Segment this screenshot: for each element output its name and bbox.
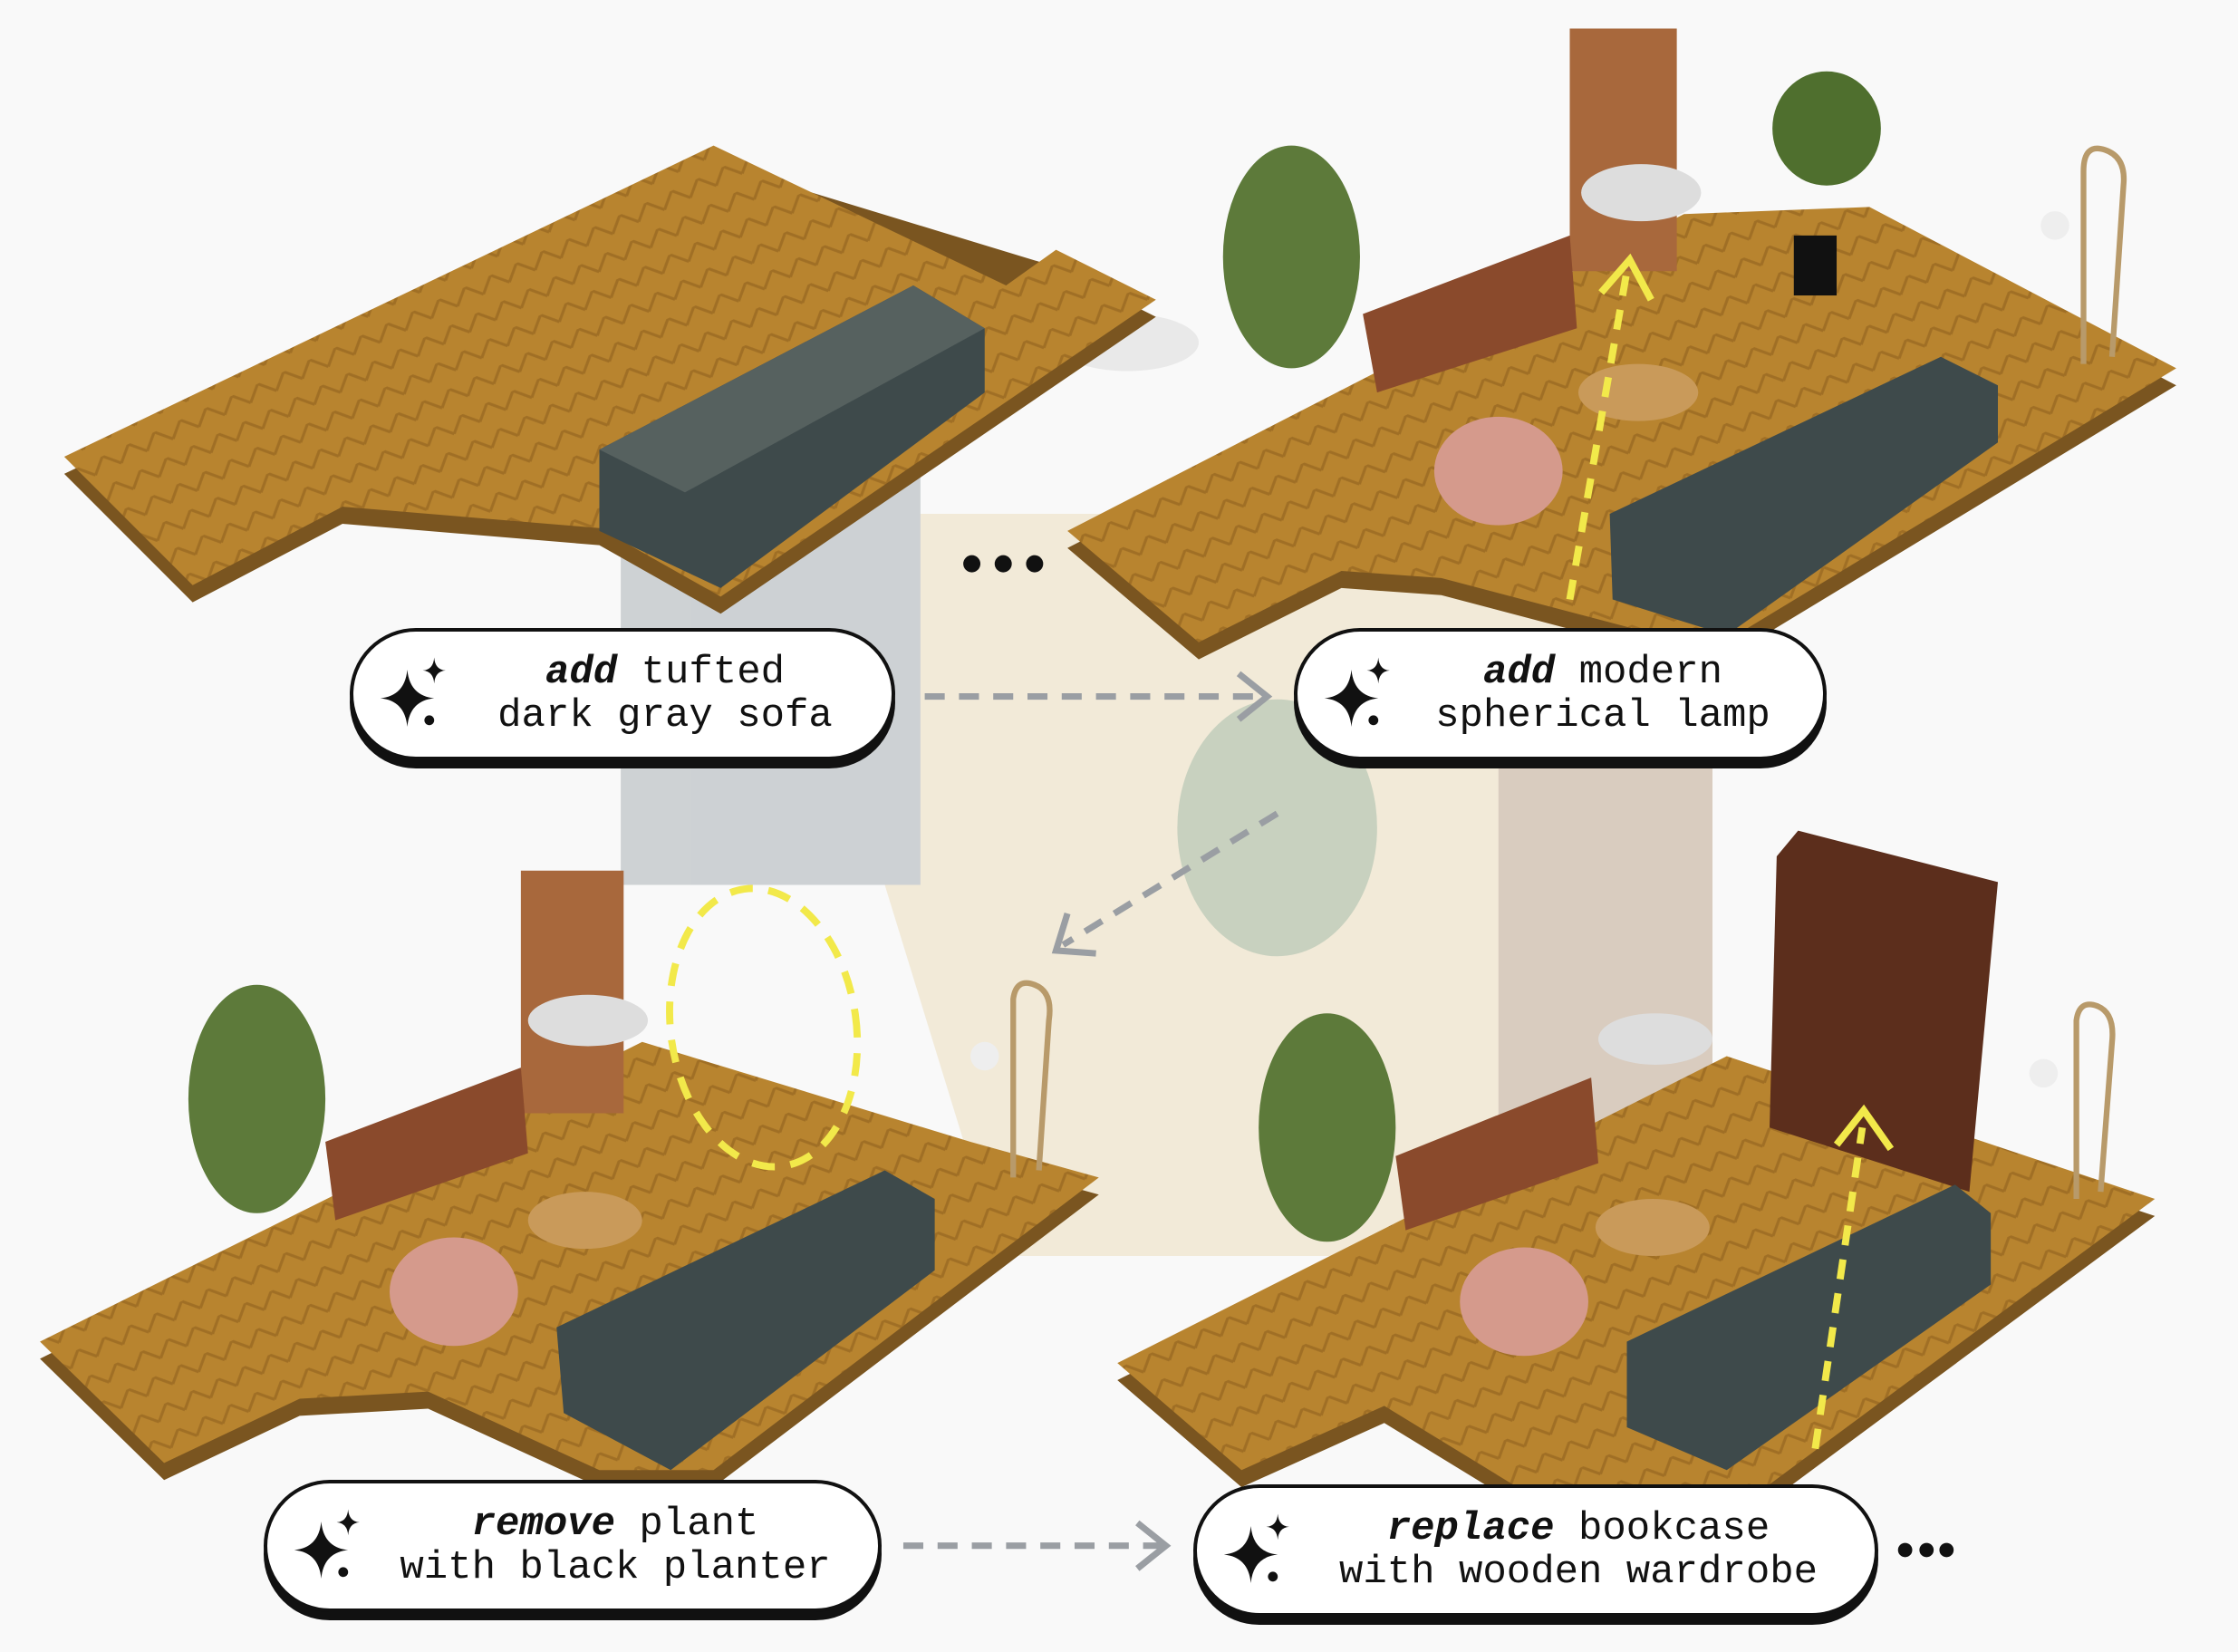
floor [1067, 207, 2176, 650]
removed-plant-marker [666, 884, 862, 1171]
plant [1222, 145, 1360, 369]
action-verb: add [545, 650, 618, 695]
plant [188, 984, 326, 1213]
sparkle-icon [1223, 1513, 1289, 1583]
action-verb: replace [1386, 1506, 1555, 1551]
sideboard [1395, 1077, 1598, 1231]
pendant-lamp [1598, 1013, 1712, 1065]
dashed-arrow-icon [924, 671, 1273, 722]
sofa [1626, 1184, 1992, 1471]
armchair [1460, 1247, 1588, 1357]
yellow-arrow [1811, 1126, 1867, 1450]
scene-step-2 [1067, 28, 2176, 667]
floor-lamp [2080, 145, 2127, 364]
scene-step-1 [63, 145, 1156, 614]
ellipsis-icon [1897, 1542, 1954, 1558]
action-verb: add [1482, 650, 1556, 695]
yellow-arrow [1566, 270, 1631, 601]
wardrobe [1770, 830, 1998, 1193]
floor [63, 145, 1156, 597]
potted-tree [1772, 71, 1881, 186]
ellipsis-icon [963, 555, 1044, 573]
sparkle-icon [294, 1509, 360, 1579]
sofa [1609, 356, 1998, 635]
scene-step-3 [40, 870, 1099, 1488]
armchair [1433, 416, 1563, 526]
sideboard [325, 1068, 528, 1221]
floor-lamp [1010, 980, 1053, 1178]
table [527, 1192, 642, 1250]
instruction-text: bookcase [1578, 1506, 1770, 1551]
instruction-text: tufted [641, 650, 786, 695]
sofa [556, 1170, 935, 1471]
plant [1259, 1013, 1396, 1242]
instruction-text: spherical lamp [1435, 693, 1770, 739]
instruction-text: with black planter [400, 1545, 831, 1590]
sparkle-icon [380, 657, 446, 727]
action-verb: remove [471, 1502, 615, 1547]
table [1577, 363, 1699, 421]
instruction-text: modern [1578, 650, 1723, 695]
floor [40, 1041, 1099, 1471]
table [1595, 1199, 1710, 1256]
scene-step-4 [1117, 830, 2156, 1502]
bookcase [520, 870, 624, 1114]
spherical-lamp [527, 994, 649, 1047]
instruction-text: dark gray sofa [497, 693, 833, 739]
spherical-lamp [1581, 164, 1702, 222]
dashed-arrow-icon [1051, 810, 1279, 957]
sparkle-icon [1324, 657, 1390, 727]
sideboard [1363, 235, 1577, 393]
instruction-text: plant [639, 1502, 759, 1547]
armchair [389, 1237, 518, 1347]
floor-lamp [2073, 1001, 2116, 1200]
instruction-text: with wooden wardrobe [1338, 1550, 1818, 1595]
dashed-arrow-icon [902, 1520, 1172, 1571]
bookcase [1569, 28, 1677, 272]
